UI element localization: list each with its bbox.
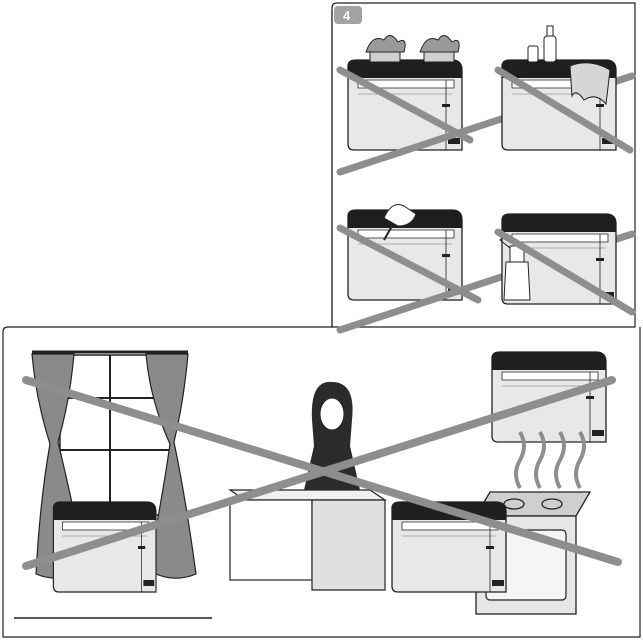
cloth-icon [569,62,611,106]
scene-bottles-on-unit [494,25,634,154]
scene-room [14,350,622,619]
cross-stroke-a [336,66,474,144]
bottle-icon [527,25,557,63]
plant-pot-left [365,35,406,63]
cross-stroke-h [22,376,616,570]
step-badge [334,6,362,24]
step-badge-label: 4 [343,8,351,23]
cross-stroke-d [336,224,482,304]
plant-pot-right [419,35,460,63]
window [14,350,212,619]
lower-panel [2,10,641,638]
scene-spraying-liquid [494,213,636,316]
cross-stroke-f [494,228,636,316]
table [228,489,387,591]
heat-waves [514,431,586,489]
scene-inserting-object [336,204,636,334]
scene-plants-on-unit [336,35,636,176]
hand-icon [383,204,417,227]
cross-stroke-c [494,66,634,154]
